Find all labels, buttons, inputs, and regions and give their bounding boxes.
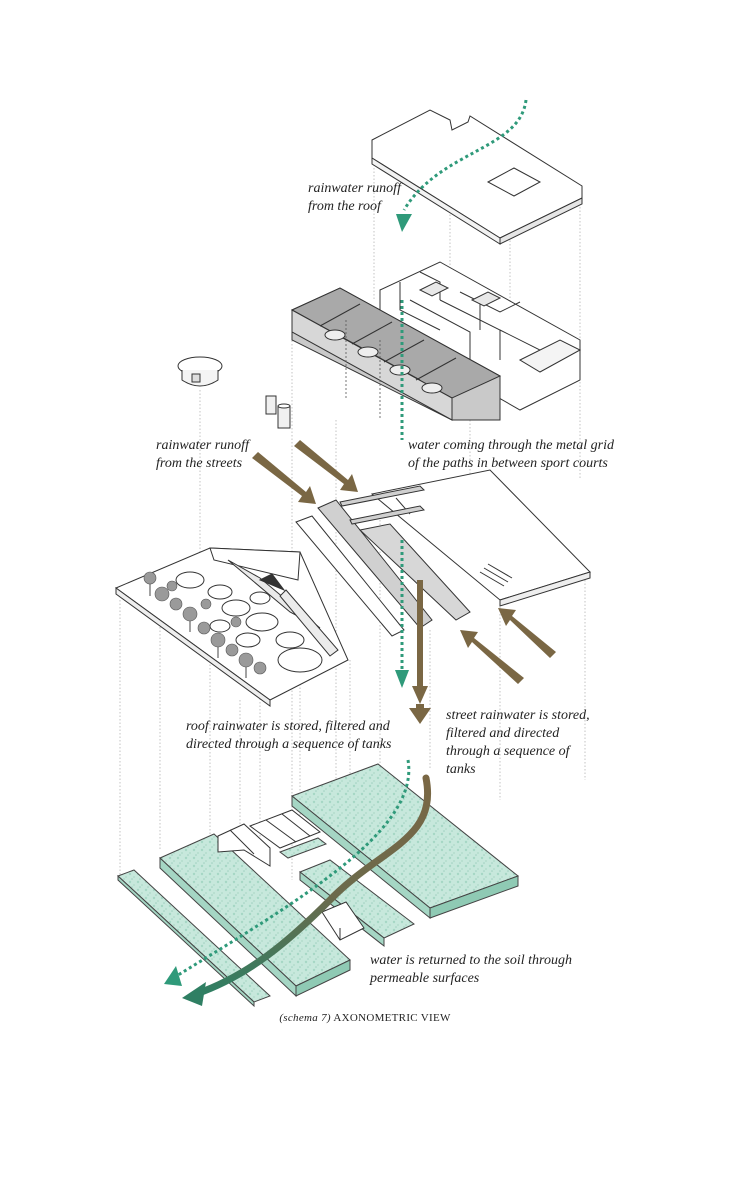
annotation-street-storage: street rainwater is stored, filtered and… bbox=[446, 708, 590, 777]
sport-court-walls bbox=[290, 287, 502, 421]
annotation-roof-storage: roof rainwater is stored, filtered and d… bbox=[186, 719, 392, 752]
metal-grid-lines bbox=[345, 320, 381, 420]
annotation-soil-return: water is returned to the soil through pe… bbox=[370, 953, 572, 986]
street-flow-arrows bbox=[252, 440, 556, 724]
roof-flow-arrows bbox=[169, 99, 528, 982]
park-plane bbox=[114, 547, 349, 707]
annotation-street-runoff: rainwater runoff from the streets bbox=[156, 438, 249, 471]
filter-chambers bbox=[217, 809, 365, 941]
figure-caption: (schema 7) AXONOMETRIC VIEW bbox=[0, 1012, 730, 1024]
roof-slab bbox=[371, 109, 583, 245]
kiosk-object bbox=[177, 356, 223, 387]
tank-small bbox=[278, 837, 328, 859]
tank-long bbox=[159, 833, 351, 998]
guide-lines bbox=[119, 140, 586, 880]
tank-strip bbox=[117, 869, 271, 1008]
street-return-arrow bbox=[192, 774, 432, 998]
annotation-roof-runoff: rainwater runoff from the roof bbox=[308, 181, 401, 214]
bin-objects bbox=[265, 395, 291, 429]
building-floor bbox=[379, 261, 582, 411]
street-plane bbox=[295, 469, 591, 637]
street-return-arrowhead bbox=[182, 982, 206, 1006]
annotation-metal-grid: water coming through the metal grid of t… bbox=[408, 438, 614, 471]
roof-arrowheads bbox=[164, 214, 412, 986]
caption-prefix: (schema 7) bbox=[279, 1012, 331, 1024]
caption-title: AXONOMETRIC VIEW bbox=[333, 1012, 451, 1024]
